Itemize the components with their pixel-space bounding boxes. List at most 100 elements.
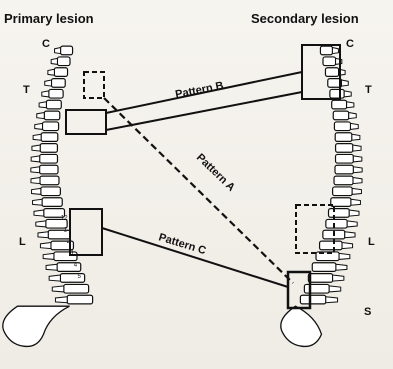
right-spine [281, 46, 362, 346]
right-vertebra-process [345, 232, 355, 238]
right-vertebra-body [334, 176, 353, 185]
left-vertebra-body [40, 176, 59, 185]
left-vertebra-process [43, 253, 54, 259]
right-vertebra-process [342, 80, 349, 86]
left-vertebra-process [37, 113, 45, 119]
left-vertebra-body [61, 46, 73, 55]
left-vertebra-process [40, 243, 51, 249]
right-vertebra-body [300, 295, 325, 304]
right-sacrum [281, 306, 322, 346]
left-vertebra-body [41, 133, 58, 142]
left-vertebra-body [41, 187, 61, 196]
left-vertebra-process [31, 167, 40, 173]
left-vertebra-process [35, 123, 43, 129]
left-vertebra-body [57, 263, 81, 272]
right-vertebra-body [333, 187, 353, 196]
left-lesion-box-b [66, 110, 106, 134]
right-vertebra-process [349, 113, 357, 119]
right-vertebra-process [329, 286, 341, 292]
right-vertebra-body [333, 111, 349, 120]
right-vertebra-process [333, 275, 344, 281]
left-vertebra-process [55, 297, 67, 303]
right-vertebra-process [351, 199, 361, 205]
right-vertebra-body [320, 241, 343, 250]
right-vertebra-body [334, 122, 350, 131]
left-vertebra-process [31, 178, 40, 184]
right-vertebra-body [308, 274, 332, 283]
right-vertebra-body [320, 46, 332, 55]
right-vertebra-process [353, 178, 362, 184]
right-vertebra-body [323, 57, 336, 66]
right-vertebra-body [325, 68, 338, 77]
left-sacrum [3, 306, 70, 346]
right-vertebra-body [336, 154, 354, 163]
right-vertebra-body [330, 89, 344, 98]
left-vertebra-body [57, 57, 70, 66]
left-vertebra-body [46, 100, 61, 109]
left-vertebra-process [34, 210, 44, 216]
right-vertebra-body [326, 219, 347, 228]
right-vertebra-process [353, 156, 362, 162]
left-vertebra-process [49, 275, 60, 281]
right-vertebra-body [335, 165, 353, 174]
left-vertebra-body [60, 274, 84, 283]
left-vertebra-body [64, 284, 89, 293]
right-vertebra-process [352, 188, 361, 194]
right-vertebra-process [353, 167, 362, 173]
pattern-a-label: Pattern A [194, 152, 237, 194]
left-vertebra-process [31, 156, 40, 162]
left-vertebra-body [67, 295, 92, 304]
left-lesion-box-c [70, 209, 102, 255]
right-vertebra-process [339, 253, 350, 259]
right-vertebra-process [326, 297, 338, 303]
right-vertebra-body [331, 198, 351, 207]
left-spine [3, 46, 93, 346]
left-vertebra-process [39, 102, 46, 108]
left-vertebra-body [40, 165, 58, 174]
left-vertebra-process [42, 91, 49, 97]
right-vertebra-process [349, 210, 359, 216]
left-vertebra-body [49, 89, 63, 98]
right-vertebra-body [304, 284, 329, 293]
left-vertebra-process [32, 188, 41, 194]
right-vertebra-body [332, 100, 347, 109]
right-vertebra-body [329, 209, 350, 218]
left-vertebra-body [54, 252, 77, 261]
pattern-c-line [102, 228, 288, 287]
left-vertebra-body [40, 154, 58, 163]
left-vertebra-process [46, 264, 57, 270]
vertebra-number: 12 [61, 216, 68, 222]
right-vertebra-process [351, 123, 359, 129]
left-vertebra-process [36, 221, 46, 227]
left-vertebra-process [45, 80, 52, 86]
left-vertebra-body [42, 198, 62, 207]
right-vertebra-process [342, 243, 353, 249]
left-vertebra-body [51, 79, 65, 88]
left-vertebra-process [51, 58, 57, 64]
left-vertebra-process [38, 232, 48, 238]
left-vertebra-process [32, 145, 40, 151]
right-vertebra-body [312, 263, 336, 272]
left-vertebra-process [33, 134, 41, 140]
right-vertebra-process [347, 221, 357, 227]
left-vertebra-body [44, 111, 60, 120]
left-vertebra-process [55, 48, 61, 54]
right-vertebra-process [347, 102, 354, 108]
right-vertebra-process [353, 145, 361, 151]
left-vertebra-body [42, 122, 58, 131]
right-vertebra-body [335, 133, 352, 142]
right-vertebra-process [332, 48, 338, 54]
right-vertebra-body [336, 144, 353, 153]
left-lesion-box-a [84, 72, 104, 98]
pattern-b-line-lower [106, 92, 302, 130]
right-vertebra-process [352, 134, 360, 140]
left-vertebra-body [54, 68, 67, 77]
right-vertebra-process [336, 264, 347, 270]
left-vertebra-process [33, 199, 43, 205]
left-vertebra-process [48, 69, 55, 75]
pattern-b-label: Pattern B [174, 80, 224, 101]
left-vertebra-body [40, 144, 57, 153]
left-vertebra-process [52, 286, 64, 292]
right-vertebra-process [344, 91, 351, 97]
